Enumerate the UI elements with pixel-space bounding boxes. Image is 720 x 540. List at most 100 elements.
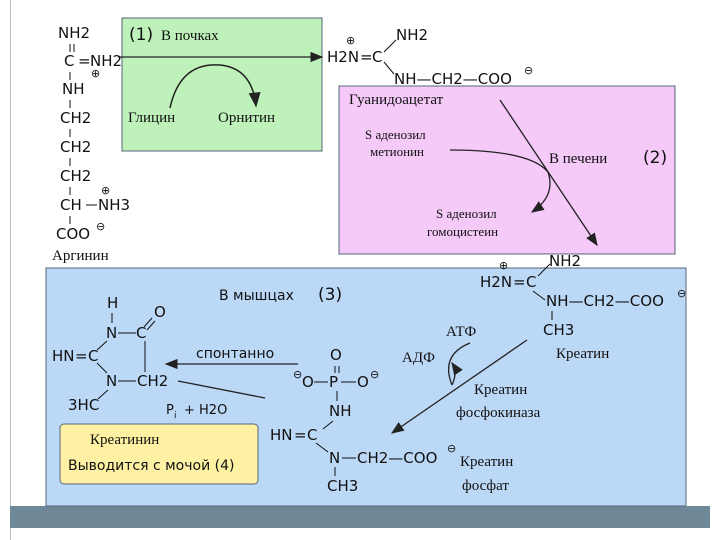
ring-eq: = (75, 347, 88, 365)
arginine-ch2-1: CH2 (60, 109, 91, 127)
ring-ch2: CH2 (137, 372, 168, 390)
ring-n-top: N (106, 324, 117, 342)
liver-contents: S аденозил метионин В печени (2) S адено… (365, 127, 667, 239)
bond (315, 442, 329, 453)
creatine-charge: ⊕ (499, 259, 508, 272)
ring-h: H (107, 294, 118, 312)
ring-c-left: C (88, 347, 98, 365)
ornithine-label: Орнитин (218, 110, 275, 126)
spontaneous-label: спонтанно (196, 346, 274, 362)
arginine-name: Аргинин (52, 248, 109, 264)
phosphocreatine-c: C (307, 426, 317, 444)
creatinine-ring-structure: H N C O HN = C N CH2 3HC (52, 294, 168, 414)
guanidinoacetate-name: Гуанидоацетат (349, 92, 444, 108)
sam-sah-arrow (449, 149, 551, 213)
phosphate-o-top: O (330, 346, 342, 364)
guanidinoacetate-nh2: NH2 (396, 26, 428, 44)
ring-c-top: C (136, 324, 146, 342)
phosphocreatine-hn: HN (270, 426, 293, 444)
sam-line2: метионин (370, 144, 424, 159)
phosphocreatine-n: N (329, 449, 340, 467)
liver-box (338, 85, 676, 255)
phosphocreatine-coo-charge: ⊖ (447, 442, 456, 455)
pi-branch-line (177, 380, 266, 399)
liver-title: В печени (549, 151, 607, 167)
ring-hn: HN (52, 347, 75, 365)
adp-arrowhead (451, 361, 463, 386)
bond (96, 362, 108, 374)
creatine-name: Креатин (556, 346, 609, 362)
creatine-structure: ⊕ H2N = C NH2 NH—CH2—COO ⊖ CH3 Креатин (480, 252, 686, 362)
kidney-box (121, 17, 323, 152)
creatinine-box (59, 423, 259, 485)
creatine-ch3: CH3 (543, 321, 574, 339)
bond (383, 39, 397, 53)
slide-frame-bottom-bar (10, 506, 710, 528)
creatine-chain: NH—CH2—COO (546, 292, 664, 310)
arginine-nh: NH (62, 80, 85, 98)
bond (146, 320, 156, 331)
guanidinoacetate-structure: ⊕ H2N = C NH2 NH—CH2—COO ⊖ Гуанидоацетат (327, 26, 533, 108)
phosphate-p: P (329, 373, 338, 391)
arginine-nh3-charge: ⊕ (101, 184, 110, 197)
phosphate-o-left: O (302, 373, 314, 391)
phosphocreatine-eq: = (294, 426, 307, 444)
kinase-line2: фосфокиназа (456, 405, 541, 421)
kidney-contents: (1) В почках Глицин Орнитин (128, 25, 275, 126)
arginine-c: C (64, 52, 74, 70)
arginine-coo-charge: ⊖ (96, 220, 105, 233)
arginine-ch: CH (60, 196, 82, 214)
arginine-structure: NH2 C = NH2 ⊕ NH CH2 CH2 CH2 CH NH3 ⊕ CO… (52, 24, 130, 264)
kidney-title: В почках (161, 28, 219, 44)
arginine-coo: COO (56, 225, 90, 243)
phosphocreatine-ch3: CH3 (327, 477, 358, 495)
bond (537, 263, 551, 277)
creatine-nh2: NH2 (549, 252, 581, 270)
bond (97, 389, 109, 400)
guanidinoacetate-h2n: H2N (327, 48, 359, 66)
kidney-number: (1) (129, 25, 153, 45)
muscle-title: В мышцах (219, 288, 294, 304)
guanidinoacetate-c: C (372, 48, 382, 66)
phosphocreatine-name-line1: Креатин (460, 454, 513, 470)
liver-number: (2) (643, 148, 667, 168)
glycine-ornithine-arrow (169, 64, 261, 109)
sah-line2: гомоцистеин (427, 224, 498, 239)
phosphate-o-right: O (357, 373, 369, 391)
arginine-ch2-3: CH2 (60, 167, 91, 185)
guanidinoacetate-charge: ⊕ (346, 34, 355, 47)
creatine-coo-charge: ⊖ (677, 287, 686, 300)
kinase-reaction-arrow (390, 339, 528, 434)
muscle-number: (3) (318, 285, 342, 305)
arginine-charge: ⊕ (91, 67, 100, 80)
phosphocreatine-structure: O ⊖ O P O ⊖ NH HN = C N CH2—COO ⊖ CH3 Кр… (270, 346, 513, 495)
ring-n-bottom: N (106, 372, 117, 390)
pi-label: P (166, 403, 174, 418)
sam-line1: S аденозил (365, 127, 426, 142)
arginine-nh2-top: NH2 (58, 24, 90, 42)
adp-label: АДФ (402, 350, 435, 366)
bond (383, 61, 395, 75)
kinase-line1: Креатин (474, 382, 527, 398)
bond (322, 420, 334, 430)
arginine-ch2-2: CH2 (60, 138, 91, 156)
arginine-eq: = (78, 52, 91, 70)
atp-label: АТФ (446, 324, 476, 340)
pi-subscript: i (174, 411, 177, 421)
guanidinoacetate-eq: = (360, 48, 373, 66)
glycine-label: Глицин (128, 110, 175, 126)
water-label: + H2O (184, 403, 227, 418)
bond (96, 340, 108, 351)
guanidinoacetate-coo-charge: ⊖ (524, 64, 533, 77)
phosphate-charge-left: ⊖ (293, 368, 302, 381)
creatine-c: C (526, 273, 536, 291)
phosphocreatine-chain: CH2—COO (357, 449, 437, 467)
creatinine-excreted: Выводится с мочой (4) (68, 458, 234, 474)
arginine-nh3: NH3 (98, 196, 130, 214)
arginine-nh2-right: NH2 (90, 52, 122, 70)
guanidinoacetate-chain: NH—CH2—COO (394, 70, 512, 88)
phosphocreatine-name-line2: фосфат (462, 478, 509, 494)
creatine-eq: = (513, 273, 526, 291)
atp-adp-curve (447, 342, 471, 386)
